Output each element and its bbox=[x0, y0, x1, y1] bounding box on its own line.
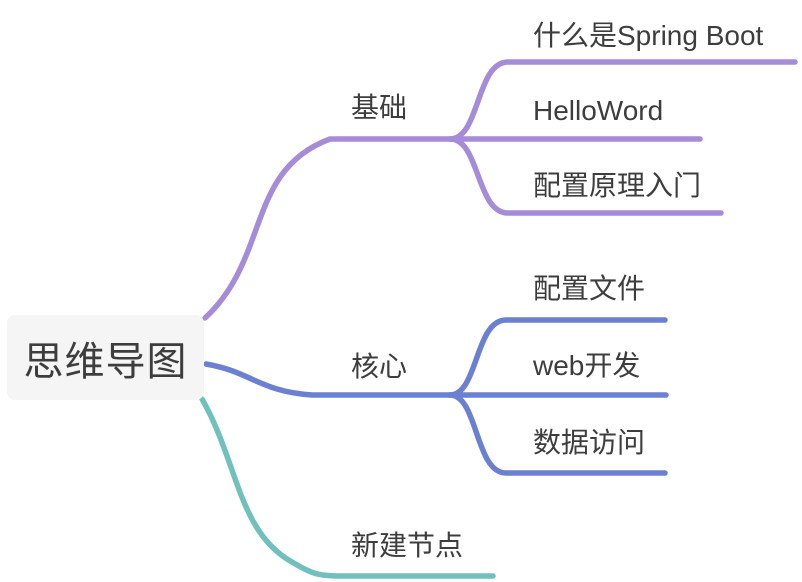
node-helloword[interactable]: HelloWord bbox=[533, 95, 664, 126]
root-node[interactable]: 思维导图 bbox=[7, 315, 204, 400]
node-new-node[interactable]: 新建节点 bbox=[351, 530, 464, 561]
connector-new-node-parent bbox=[199, 396, 496, 579]
node-what-is-spring-boot[interactable]: 什么是Spring Boot bbox=[533, 20, 764, 51]
connector-basics-child-3 bbox=[447, 136, 724, 216]
node-config-principle-intro[interactable]: 配置原理入门 bbox=[533, 170, 702, 201]
connector-basics-parent bbox=[202, 136, 453, 321]
connector-core-child-3 bbox=[447, 392, 668, 476]
node-basics[interactable]: 基础 bbox=[351, 92, 408, 123]
connector-core-parent bbox=[203, 361, 453, 398]
connector-basics-child-1 bbox=[447, 59, 798, 142]
node-web-dev[interactable]: web开发 bbox=[533, 350, 641, 381]
node-data-access[interactable]: 数据访问 bbox=[533, 427, 646, 458]
connector-core-child-1 bbox=[447, 317, 668, 398]
node-core[interactable]: 核心 bbox=[351, 351, 408, 382]
node-config-file[interactable]: 配置文件 bbox=[533, 273, 646, 304]
